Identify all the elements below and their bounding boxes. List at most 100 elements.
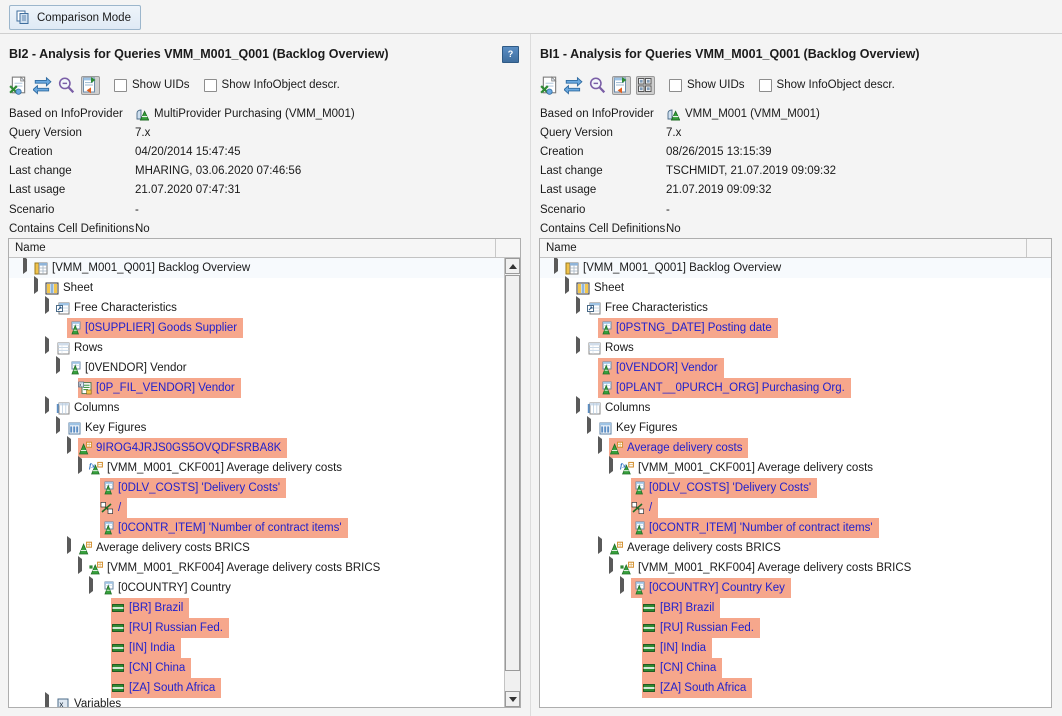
expander-arrow-expanded[interactable] [34, 276, 38, 294]
tree-vertical-scrollbar[interactable] [504, 258, 520, 707]
expander-arrow-expanded[interactable] [576, 396, 580, 414]
expander-arrow-expanded[interactable] [56, 356, 60, 374]
tree-row[interactable]: Average delivery costs BRICS [540, 538, 1051, 558]
tree-expander[interactable] [598, 538, 609, 558]
tree-node-label-wrap[interactable]: [0VENDOR] Vendor [67, 358, 193, 378]
tree-row[interactable]: Key Figures [540, 418, 1051, 438]
tree-row[interactable]: 9IROG4JRJS0GS5OVQDFSRBA8K [9, 438, 520, 458]
tree-node-label-wrap[interactable]: Key Figures [598, 418, 683, 438]
checkbox-box[interactable] [114, 79, 127, 92]
zoom-search-icon[interactable] [588, 76, 607, 95]
tree-expander[interactable] [34, 278, 45, 298]
tree-expander[interactable] [89, 578, 100, 598]
tree-row[interactable]: [CN] China [9, 658, 520, 678]
tree-expander[interactable] [565, 278, 576, 298]
checkbox-box[interactable] [669, 79, 682, 92]
expander-arrow-expanded[interactable] [45, 336, 49, 354]
tree-node-label-wrap[interactable]: fx[VMM_M001_CKF001] Average delivery cos… [620, 458, 879, 478]
tree-row[interactable]: [0CONTR_ITEM] 'Number of contract items' [540, 518, 1051, 538]
tree-expander[interactable] [23, 258, 34, 278]
tree-node-label-wrap[interactable]: [ZA] South Africa [642, 678, 752, 698]
tree-row[interactable]: / [9, 498, 520, 518]
tree-row[interactable]: [0COUNTRY] Country Key [540, 578, 1051, 598]
tree-node-label-wrap[interactable]: / [631, 498, 658, 518]
tree-row[interactable]: [ZA] South Africa [540, 678, 1051, 698]
tree-node-label-wrap[interactable]: [0COUNTRY] Country Key [631, 578, 791, 598]
tree-expander[interactable] [45, 298, 56, 318]
tree-node-label-wrap[interactable]: [0CONTR_ITEM] 'Number of contract items' [631, 518, 879, 538]
tree-expander[interactable] [78, 558, 89, 578]
tree-row[interactable]: xVariables [9, 694, 127, 708]
expander-arrow-expanded[interactable] [565, 276, 569, 294]
zoom-search-icon[interactable] [57, 76, 76, 95]
scroll-thumb[interactable] [505, 275, 520, 671]
tree-row[interactable]: [0VENDOR] Vendor [9, 358, 520, 378]
tree-expander[interactable] [45, 398, 56, 418]
tree-row[interactable]: [0PLANT__0PURCH_ORG] Purchasing Org. [540, 378, 1051, 398]
tree-node-label-wrap[interactable]: [VMM_M001_Q001] Backlog Overview [565, 258, 787, 278]
tree-row[interactable]: [VMM_M001_Q001] Backlog Overview [9, 258, 520, 278]
tree-row[interactable]: [0PSTNG_DATE] Posting date [540, 318, 1051, 338]
tree-node-label-wrap[interactable]: [0CONTR_ITEM] 'Number of contract items' [100, 518, 348, 538]
expander-arrow-expanded[interactable] [620, 576, 624, 594]
tree-row[interactable]: Average delivery costs [540, 438, 1051, 458]
tree-node-label-wrap[interactable]: Average delivery costs BRICS [78, 538, 256, 558]
tree-node-label-wrap[interactable]: Sheet [576, 278, 630, 298]
tree-expander[interactable] [45, 338, 56, 358]
expander-arrow-expanded[interactable] [609, 556, 613, 574]
tree-node-label-wrap[interactable]: / [100, 498, 127, 518]
swap-compare-icon[interactable] [564, 76, 583, 95]
tree-expander[interactable] [576, 338, 587, 358]
tree-node-label-wrap[interactable]: Average delivery costs [609, 438, 748, 458]
tree-header-name[interactable]: Name [540, 239, 1027, 257]
expander-arrow-expanded[interactable] [23, 258, 27, 274]
tree-row[interactable]: [VMM_M001_RKF004] Average delivery costs… [540, 558, 1051, 578]
tree-row[interactable]: fx[VMM_M001_CKF001] Average delivery cos… [9, 458, 520, 478]
tree-node-label-wrap[interactable]: Sheet [45, 278, 99, 298]
expander-arrow-expanded[interactable] [78, 456, 82, 474]
tree-row[interactable]: Average delivery costs BRICS [9, 538, 520, 558]
tree-node-label-wrap[interactable]: Key Figures [67, 418, 152, 438]
scroll-down-button[interactable] [505, 691, 520, 707]
tree-row[interactable]: Free Characteristics [540, 298, 1051, 318]
tree-node-label-wrap[interactable]: Columns [56, 398, 125, 418]
tree-row[interactable]: Columns [540, 398, 1051, 418]
tree-node-label-wrap[interactable]: [VMM_M001_Q001] Backlog Overview [34, 258, 256, 278]
scroll-up-button[interactable] [505, 258, 520, 274]
tree-row[interactable]: Rows [9, 338, 520, 358]
help-button[interactable]: ? [502, 46, 519, 63]
expander-arrow-expanded[interactable] [587, 416, 591, 434]
tree-expander[interactable] [598, 438, 609, 458]
tree-node-label-wrap[interactable]: [0DLV_COSTS] 'Delivery Costs' [631, 478, 817, 498]
expander-arrow-expanded[interactable] [576, 336, 580, 354]
tree-expander[interactable] [609, 558, 620, 578]
checkbox-show-infoobject-descr[interactable]: Show InfoObject descr. [759, 79, 895, 92]
tree-node-label-wrap[interactable]: [IN] India [642, 638, 712, 658]
tree-expander[interactable] [67, 538, 78, 558]
tree-row[interactable]: [0SUPPLIER] Goods Supplier [9, 318, 520, 338]
tree-row[interactable]: [0VENDOR] Vendor [540, 358, 1051, 378]
checkbox-show-infoobject-descr[interactable]: Show InfoObject descr. [204, 79, 340, 92]
tree-row[interactable]: fx[VMM_M001_CKF001] Average delivery cos… [540, 458, 1051, 478]
tree-row[interactable]: Rows [540, 338, 1051, 358]
tree-node-label-wrap[interactable]: Average delivery costs BRICS [609, 538, 787, 558]
tree-row[interactable]: [IN] India [540, 638, 1051, 658]
tree-header-name[interactable]: Name [9, 239, 496, 257]
expander-arrow-expanded[interactable] [609, 456, 613, 474]
tree-node-label-wrap[interactable]: [0SUPPLIER] Goods Supplier [67, 318, 243, 338]
expander-arrow-expanded[interactable] [45, 692, 49, 708]
tree-node-label-wrap[interactable]: [RU] Russian Fed. [111, 618, 229, 638]
tree-row[interactable]: [RU] Russian Fed. [540, 618, 1051, 638]
tree-node-label-wrap[interactable]: 9IROG4JRJS0GS5OVQDFSRBA8K [78, 438, 287, 458]
checkbox-show-uids[interactable]: Show UIDs [114, 79, 190, 92]
tree-node-label-wrap[interactable]: Free Characteristics [56, 298, 183, 318]
expander-arrow-expanded[interactable] [56, 416, 60, 434]
tree-node-label-wrap[interactable]: [0COUNTRY] Country [100, 578, 237, 598]
tree-expander[interactable] [67, 438, 78, 458]
tree-row[interactable]: [CN] China [540, 658, 1051, 678]
side-by-side-layout-icon[interactable] [636, 76, 655, 95]
expander-arrow-expanded[interactable] [598, 436, 602, 454]
tree-node-label-wrap[interactable]: [0PLANT__0PURCH_ORG] Purchasing Org. [598, 378, 851, 398]
tree-node-label-wrap[interactable]: fx[VMM_M001_CKF001] Average delivery cos… [89, 458, 348, 478]
tree-expander[interactable] [609, 458, 620, 478]
